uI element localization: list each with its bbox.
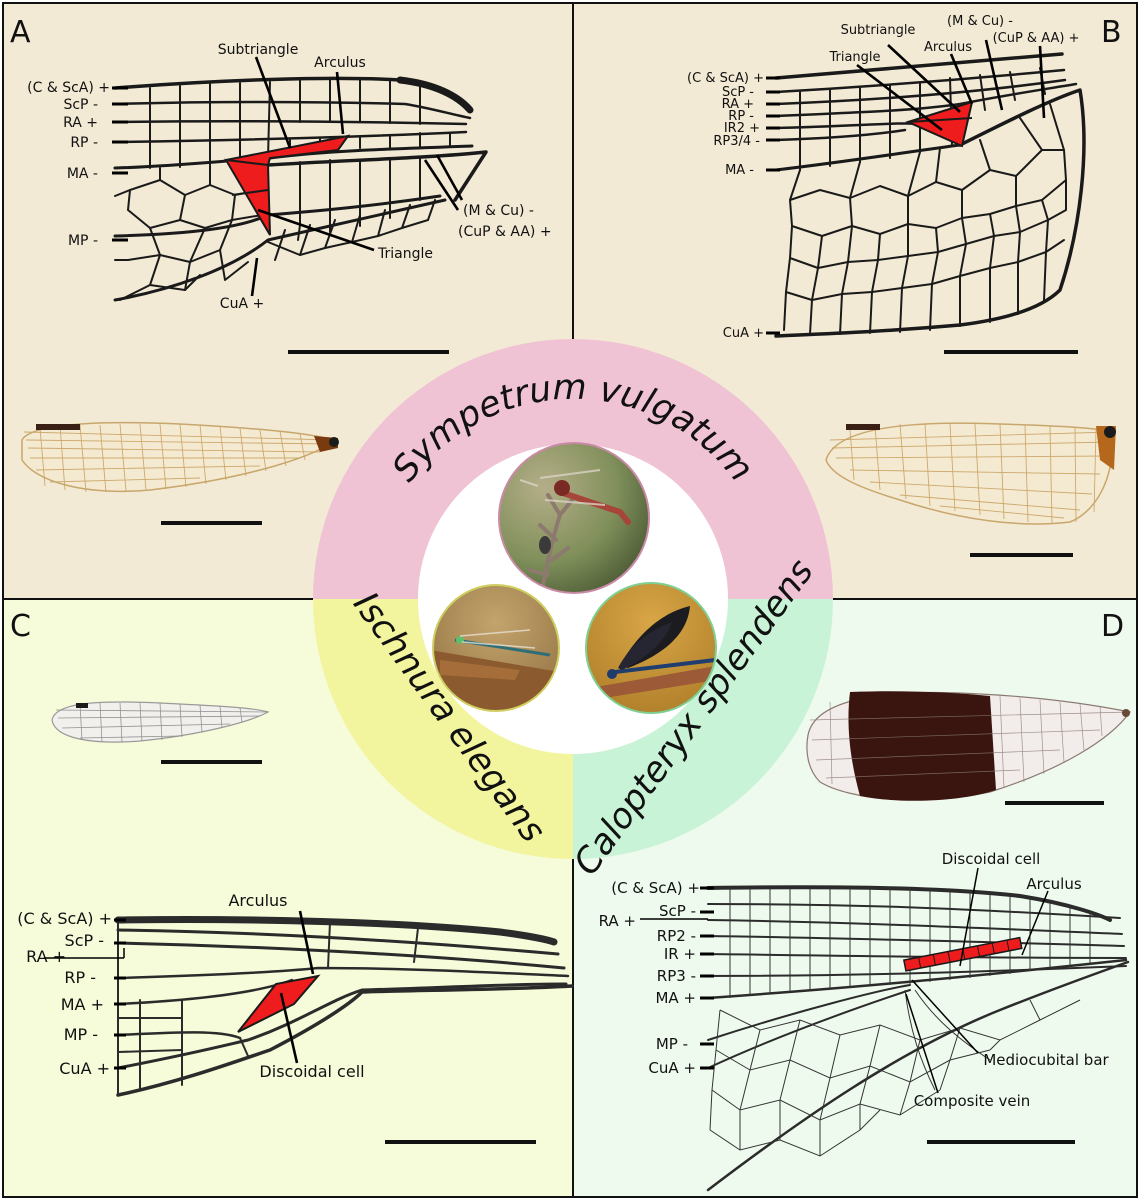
label-rp: RP - <box>728 109 754 124</box>
label-ra: RA + <box>722 97 754 112</box>
panel-a-vein-diagram <box>113 76 488 302</box>
label-ra: RA + <box>599 912 636 930</box>
panel-b-triangle-highlight <box>905 100 974 148</box>
label-composite-vein: Composite vein <box>914 1092 1031 1110</box>
label-mp: MP - <box>656 1035 688 1053</box>
label-triangle: Triangle <box>828 50 880 65</box>
panel-a-forewing-photo <box>21 421 339 493</box>
panel-b-labels: (C & ScA) + ScP - RA + RP - IR2 + RP3/4 … <box>687 14 1079 341</box>
label-c-sca: (C & ScA) + <box>17 909 112 928</box>
label-discoidal-cell: Discoidal cell <box>942 850 1041 868</box>
label-c-sca: (C & ScA) + <box>687 71 764 86</box>
label-mp: MP - <box>64 1025 98 1044</box>
label-ma: MA + <box>655 989 696 1007</box>
panel-a-leader-lines <box>112 56 464 297</box>
center-species-ring: Sympetrum vulgatum Ischnura elegans Calo… <box>313 339 833 883</box>
panel-a-triangle-highlight <box>224 158 271 236</box>
label-mediocubital-bar: Mediocubital bar <box>983 1051 1109 1069</box>
label-scp: ScP - <box>659 902 696 920</box>
label-rp34: RP3/4 - <box>713 134 760 149</box>
panel-d: D <box>599 609 1132 1192</box>
ring-segment-ischnura <box>313 599 573 859</box>
label-ma: MA - <box>67 166 98 182</box>
panel-d-letter: D <box>1101 609 1124 644</box>
label-subtriangle: Subtriangle <box>218 42 299 58</box>
label-triangle: Triangle <box>377 246 433 262</box>
label-cup-aa: (CuP & AA) + <box>993 31 1080 46</box>
label-subtriangle: Subtriangle <box>841 23 916 38</box>
panel-c-discoidal-cell-highlight <box>237 974 321 1033</box>
panel-c-vein-diagram <box>114 916 574 1097</box>
label-arculus: Arculus <box>924 40 972 55</box>
panel-d-wing-photo <box>806 691 1132 801</box>
panel-c-labels: Arculus (C & ScA) + ScP - RA + RP - MA +… <box>17 891 364 1081</box>
panel-c-letter: C <box>10 609 31 644</box>
label-rp3: RP3 - <box>657 967 696 985</box>
label-ir2: IR2 + <box>724 121 760 136</box>
label-cua: CuA + <box>220 296 264 312</box>
panel-c-leader-lines <box>44 910 315 1070</box>
panel-d-labels: (C & ScA) + ScP - RA + RP2 - IR + RP3 - … <box>599 850 1110 1110</box>
photo-sympetrum-vulgatum <box>498 442 650 594</box>
label-scp: ScP - <box>63 97 98 113</box>
label-scp: ScP - <box>722 85 754 100</box>
panel-c: C <box>10 609 574 1144</box>
label-ra: RA + <box>63 115 98 131</box>
ring-segment-sympetrum <box>313 339 833 599</box>
label-scp: ScP - <box>65 931 104 950</box>
panel-a-labels: (C & ScA) + ScP - RA + RP - MA - MP - Su… <box>27 42 551 312</box>
label-c-sca: (C & ScA) + <box>27 80 110 96</box>
label-m-cu: (M & Cu) - <box>947 14 1013 29</box>
ring-segment-calopteryx <box>573 599 833 859</box>
label-c-sca: (C & ScA) + <box>611 879 700 897</box>
label-cua: CuA + <box>648 1059 696 1077</box>
label-ir: IR + <box>664 945 696 963</box>
label-rp: RP - <box>64 968 96 987</box>
label-cua: CuA + <box>723 326 764 341</box>
panel-b: B <box>687 14 1122 557</box>
label-arculus: Arculus <box>314 55 366 71</box>
label-rp: RP - <box>70 135 98 151</box>
panel-b-hindwing-photo <box>825 422 1116 525</box>
photo-ischnura-elegans <box>432 584 560 712</box>
photo-calopteryx-splendens <box>585 582 717 714</box>
panel-a: A <box>10 15 552 525</box>
panel-b-leader-lines <box>766 39 1046 335</box>
label-arculus: Arculus <box>1026 875 1082 893</box>
label-arculus: Arculus <box>228 891 287 910</box>
label-m-cu: (M & Cu) - <box>463 203 534 219</box>
panel-d-leader-lines <box>640 867 1049 1094</box>
label-ma: MA - <box>725 163 754 178</box>
panel-a-letter: A <box>10 15 31 50</box>
label-mp: MP - <box>68 233 98 249</box>
label-discoidal-cell: Discoidal cell <box>259 1062 364 1081</box>
label-cua: CuA + <box>59 1059 110 1078</box>
label-ma: MA + <box>61 995 104 1014</box>
panel-c-forewing-photo <box>51 701 270 743</box>
label-cup-aa: (CuP & AA) + <box>458 224 552 240</box>
panel-b-letter: B <box>1101 15 1122 50</box>
label-rp2: RP2 - <box>657 927 696 945</box>
label-ra: RA + <box>26 947 66 966</box>
